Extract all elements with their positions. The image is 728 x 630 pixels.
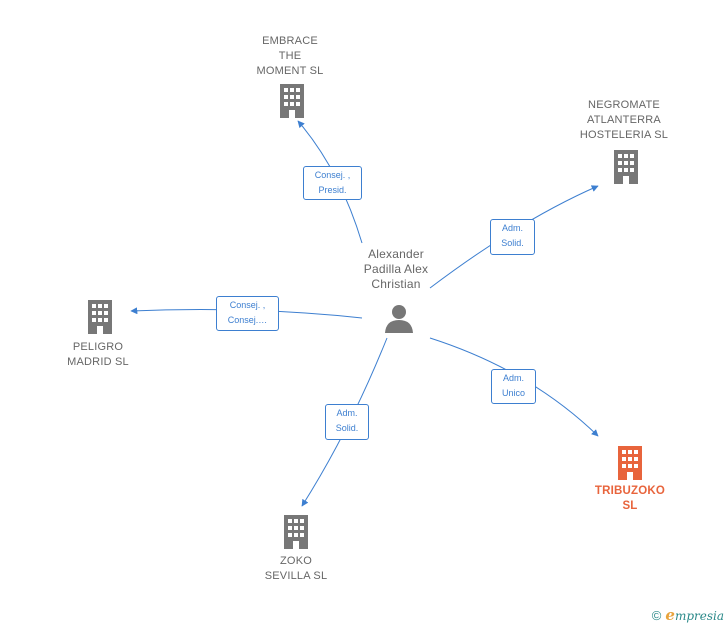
company-name-negromate[interactable]: NEGROMATE ATLANTERRA HOSTELERIA SL (579, 99, 669, 141)
brand-footer[interactable]: ©empresia (652, 606, 724, 624)
building-icon[interactable] (615, 446, 645, 480)
relation-badge-peligro[interactable]: Consej. , Consej.… (216, 296, 279, 331)
company-name-tribuzoko[interactable]: TRIBUZOKO SL (594, 485, 666, 512)
brand-logo: empresia (665, 606, 724, 624)
relation-badge-zoko[interactable]: Adm. Solid. (325, 404, 369, 440)
relation-badge-embrace[interactable]: Consej. , Presid. (303, 166, 362, 200)
building-icon[interactable] (611, 150, 641, 184)
company-name-peligro[interactable]: PELIGRO MADRID SL (67, 341, 129, 368)
company-name-embrace[interactable]: EMBRACE THE MOMENT SL (256, 35, 324, 77)
relation-badge-tribuzoko[interactable]: Adm. Unico (491, 369, 536, 404)
building-icon[interactable] (85, 300, 115, 334)
building-icon[interactable] (281, 515, 311, 549)
building-icon[interactable] (277, 84, 307, 118)
copyright-symbol: © (651, 608, 662, 623)
person-icon[interactable] (384, 303, 414, 333)
relation-badge-negromate[interactable]: Adm. Solid. (490, 219, 535, 255)
person-name[interactable]: Alexander Padilla Alex Christian (363, 247, 429, 291)
company-name-zoko[interactable]: ZOKO SEVILLA SL (264, 555, 328, 582)
